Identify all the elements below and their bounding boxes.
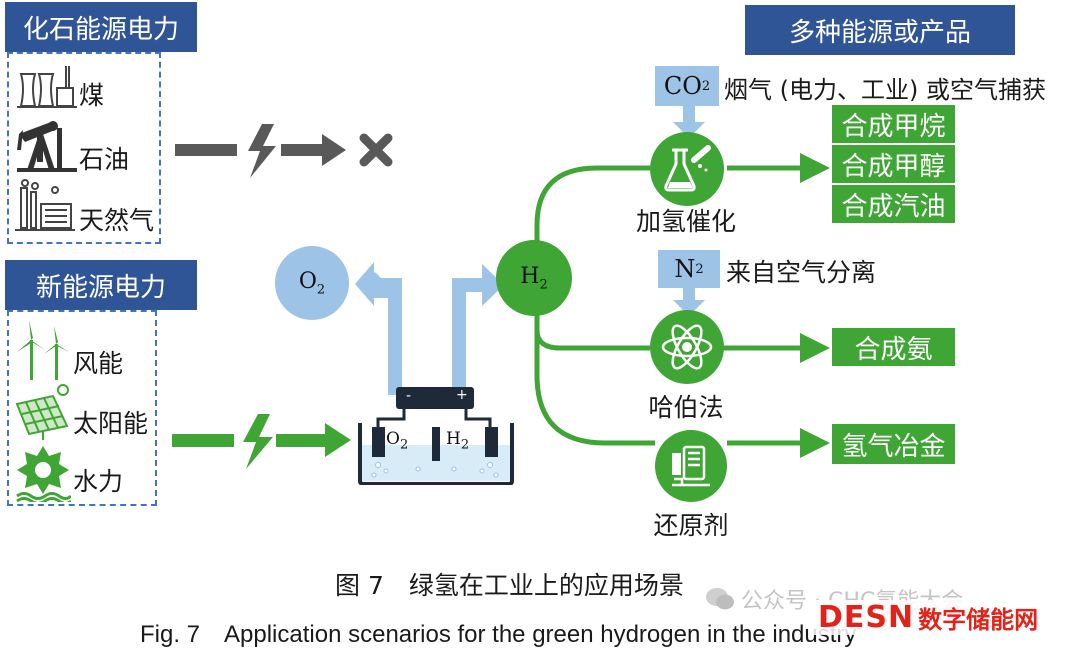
logo-latin: DESN	[818, 600, 915, 635]
solar-panel-icon	[15, 384, 69, 440]
hydrogenation-catalysis-node	[650, 132, 724, 206]
desn-logo: DESN 数字储能网	[814, 600, 1043, 635]
factory-icon	[15, 179, 75, 231]
hydrogen-hub: H2	[496, 240, 572, 316]
oxygen-bubble: O2	[275, 246, 349, 320]
product-hydrogen-metallurgy: 氢气冶金	[832, 424, 955, 464]
electrolyzer: - + O2 H2	[358, 385, 514, 485]
product-synthetic-ammonia: 合成氨	[832, 328, 955, 366]
flask-icon	[664, 145, 711, 192]
haber-process-node	[650, 310, 724, 384]
cross-icon	[359, 133, 393, 167]
gas-input-arrows	[673, 103, 705, 316]
electrolyzer-plus: +	[456, 387, 468, 403]
reductant-icon	[672, 445, 710, 487]
co2-source-note: 烟气 (电力、工业) 或空气捕获	[724, 76, 1046, 104]
power-plant-icon	[17, 66, 77, 108]
oil-label: 石油	[79, 145, 130, 174]
product-synthetic-methanol: 合成甲醇	[832, 145, 955, 183]
renewable-power-header: 新能源电力	[5, 260, 197, 310]
fossil-power-header: 化石能源电力	[5, 2, 197, 52]
renewable-power-arrow	[172, 414, 351, 469]
haber-process-label: 哈伯法	[648, 393, 724, 422]
hydro-label: 水力	[73, 467, 124, 496]
lightning-icon	[243, 414, 273, 469]
hydro-icon	[16, 446, 71, 502]
coal-label: 煤	[79, 81, 105, 110]
oil-pump-icon	[17, 121, 77, 172]
hydrogenation-catalysis-label: 加氢催化	[635, 207, 736, 236]
wechat-icon	[706, 588, 734, 610]
n2-source-note: 来自空气分离	[726, 258, 877, 287]
product-synthetic-gasoline: 合成汽油	[832, 185, 955, 223]
figure-caption-cn: 图 7 绿氢在工业上的应用场景	[335, 571, 684, 600]
reductant-node	[655, 430, 727, 502]
outputs-header: 多种能源或产品	[745, 5, 1015, 55]
product-synthetic-methane: 合成甲烷	[832, 105, 955, 143]
fossil-blocked-arrow	[175, 124, 393, 178]
electrolyzer-output-arrows	[355, 262, 504, 395]
wind-turbine-icon	[17, 320, 69, 380]
electrolyzer-graphic	[358, 387, 514, 485]
electrolyzer-minus: -	[406, 388, 412, 404]
anode-h2-label: H2	[446, 429, 470, 453]
wind-label: 风能	[73, 349, 124, 378]
fossil-sources-box: 煤 石油 天然气	[7, 52, 161, 244]
logo-cn: 数字储能网	[918, 606, 1039, 634]
renewable-sources-box: 风能 太阳能 水力	[7, 310, 157, 506]
cathode-o2-label: O2	[386, 429, 409, 453]
atom-icon	[661, 324, 713, 370]
solar-label: 太阳能	[73, 409, 149, 438]
lightning-icon	[248, 124, 276, 178]
natural-gas-label: 天然气	[79, 206, 155, 235]
reductant-label: 还原剂	[653, 511, 729, 540]
hydrogen-branches	[534, 153, 830, 458]
